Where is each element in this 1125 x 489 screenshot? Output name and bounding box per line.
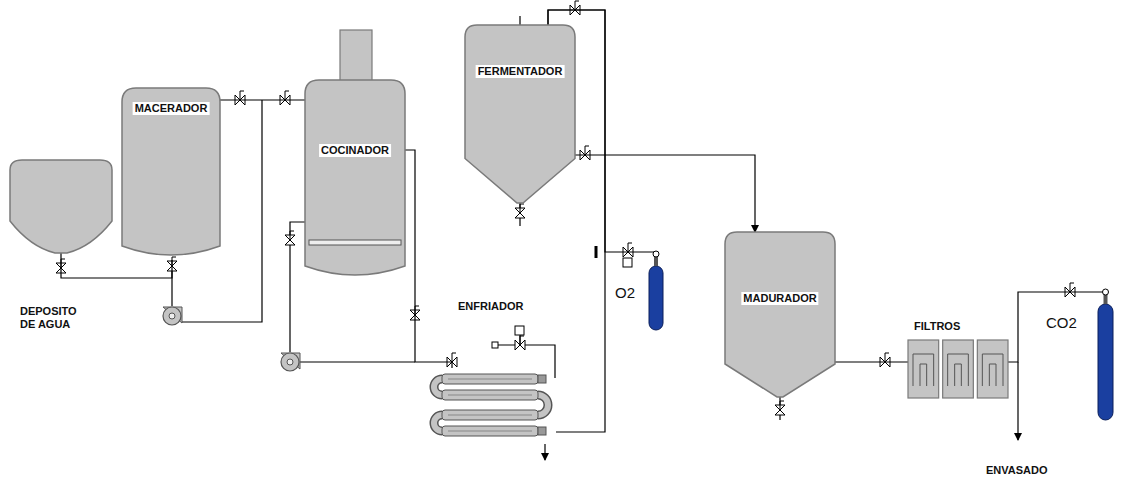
node-label: FERMENTADOR: [476, 65, 565, 78]
gas-cylinder: O2: [649, 262, 663, 330]
pump-hub: [287, 359, 293, 365]
valve-handle: [520, 336, 524, 345]
node-label: COCINADOR: [319, 144, 391, 157]
coolant-port: [538, 375, 546, 383]
shape-outline: [725, 232, 835, 397]
pipe-connector: [575, 155, 755, 232]
pump-symbol: [163, 307, 181, 325]
gas-cylinder: [1098, 304, 1113, 420]
gas-cylinder: CO2: [1098, 300, 1113, 420]
filter-bank: FILTROS: [908, 340, 1008, 398]
heat-exchanger: ENFRIADOR: [428, 368, 556, 444]
process-tank: DEPOSITO DE AGUA: [10, 160, 112, 253]
filter-element: [913, 354, 934, 386]
tank-outline: [122, 88, 220, 255]
shape-outline: [1098, 300, 1113, 420]
tank-outline: [10, 160, 112, 253]
pipe: [290, 222, 305, 352]
valve-handle: [585, 146, 589, 155]
tube-inner: [448, 395, 532, 396]
shape-outline: [10, 160, 112, 253]
coolant-inlet: [492, 342, 498, 348]
valve-handle: [575, 1, 579, 10]
shape-outline: [649, 262, 663, 330]
tube: [442, 426, 538, 436]
pipe-connector: [61, 253, 172, 278]
tee: [595, 246, 598, 258]
gauge: [653, 251, 659, 257]
valve-handle: [628, 243, 632, 252]
node-label: MADURADOR: [741, 292, 818, 305]
tube: [442, 390, 538, 400]
pipe: [300, 361, 415, 362]
node-label: CO2: [1046, 316, 1077, 329]
filter-housing: [908, 340, 939, 398]
process-tank: FERMENTADOR: [465, 25, 575, 203]
tube-bend: [434, 379, 548, 431]
tube-bend: [434, 379, 548, 431]
pipe: [519, 16, 520, 25]
product-port: [538, 427, 546, 435]
process-tank: MACERADOR: [122, 88, 220, 260]
tank-outline: [465, 25, 575, 203]
pipe: [544, 444, 545, 460]
node-label: O2: [615, 286, 635, 299]
pipe: [1017, 362, 1018, 440]
valve-handle: [1070, 283, 1074, 292]
chimney: [340, 30, 372, 82]
outlet-label: ENVASADO: [986, 464, 1048, 476]
process-tank: COCINADOR: [305, 80, 405, 280]
valve-handle: [885, 353, 889, 362]
filter-housing: [977, 340, 1008, 398]
shape-outline: [305, 80, 405, 280]
actuator: [515, 326, 524, 335]
gas-cylinder: [649, 266, 663, 330]
shape-outline: [465, 25, 575, 203]
valve-handle: [452, 353, 456, 362]
tube-inner: [448, 415, 532, 416]
pumps: [163, 307, 300, 371]
tube: [442, 410, 538, 420]
node-label: FILTROS: [914, 320, 960, 333]
pipe-connector: [220, 99, 305, 100]
pipe-connector: [835, 361, 908, 362]
tube-inner: [448, 379, 532, 380]
valve-handle: [285, 91, 289, 100]
pipes: [172, 16, 1018, 460]
node-label: DEPOSITO DE AGUA: [20, 305, 92, 331]
pipe-connector: [1008, 292, 1105, 362]
filter-housing: [943, 340, 974, 398]
pipe-connector: [405, 150, 452, 368]
valve-handle: [240, 91, 244, 100]
tube: [442, 374, 538, 384]
valve-handle: [520, 204, 524, 213]
false-bottom: [309, 240, 401, 245]
valve-handle: [780, 401, 784, 410]
pump-symbol: [281, 353, 299, 371]
pump-hub: [169, 313, 175, 319]
gauge: [1103, 289, 1109, 295]
shape-outline: [428, 368, 556, 444]
node-label: MACERADOR: [133, 102, 210, 115]
valve-handle: [290, 231, 294, 240]
process-tank: MADURADOR: [725, 232, 835, 397]
actuator: [623, 258, 632, 267]
filter-element: [948, 354, 969, 386]
tank-outline: [725, 232, 835, 397]
filter-element: [982, 354, 1003, 386]
shape-outline: [908, 340, 1008, 398]
pipe: [497, 345, 555, 378]
valves: [56, 1, 1075, 415]
tank-outline: [305, 80, 405, 275]
node-label: ENFRIADOR: [458, 300, 523, 313]
tube-inner: [448, 431, 532, 432]
